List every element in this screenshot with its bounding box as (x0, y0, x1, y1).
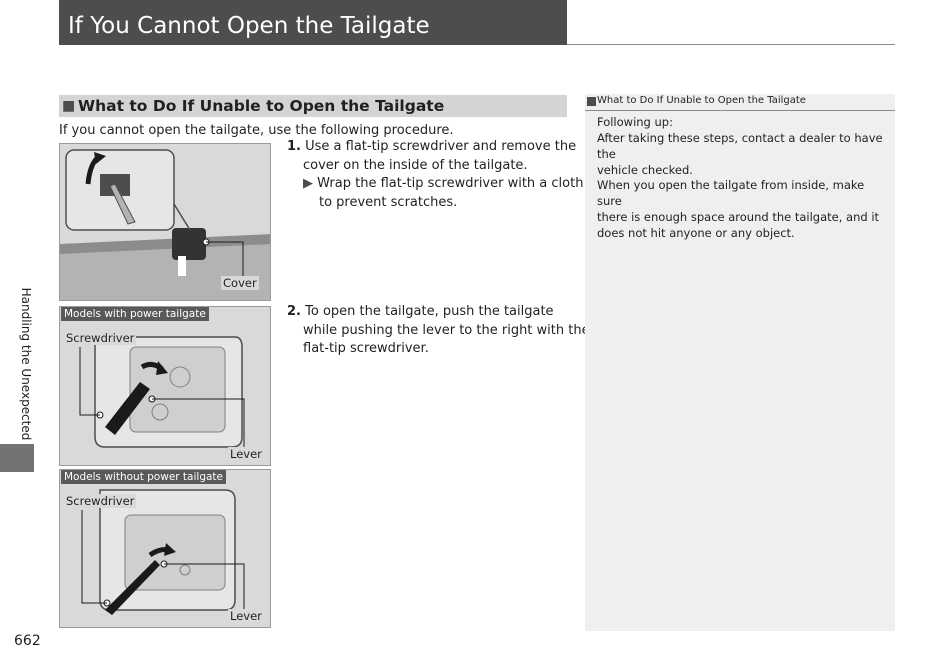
figure-3-caption: Models without power tailgate (61, 470, 226, 484)
sidebar-p2-line-3: does not hit anyone or any object. (597, 226, 795, 240)
sidebar-p2-line-1: When you open the tailgate from inside, … (597, 178, 865, 208)
sidebar-p1-line-3: vehicle checked. (597, 163, 693, 177)
step-2: 2. To open the tailgate, push the tailga… (287, 303, 590, 359)
reference-icon (587, 97, 596, 106)
sidebar-p2-line-2: there is enough space around the tailgat… (597, 210, 880, 224)
sidebar-header (585, 94, 895, 111)
step-1-line-1: Use a flat-tip screwdriver and remove th… (305, 139, 577, 154)
step-1-subtip: ▶ Wrap the flat-tip screwdriver with a c… (303, 175, 583, 212)
step-1-line-2: cover on the inside of the tailgate. (303, 157, 528, 173)
power-tailgate-illustration (79, 336, 245, 448)
callout-lever: Lever (228, 609, 264, 623)
side-tab-marker (0, 444, 34, 472)
step-1-number: 1. (287, 139, 301, 154)
page-number: 662 (14, 633, 41, 649)
section-header-bar (59, 95, 567, 117)
subtip-arrow-icon: ▶ (303, 176, 313, 191)
figure-power-tailgate: Models with power tailgate Screwdriver L… (59, 306, 271, 466)
step-2-line-1: To open the tailgate, push the tailgate (305, 304, 554, 319)
section-marker: ■ (62, 98, 76, 114)
step-2-line-2: while pushing the lever to the right wit… (303, 322, 590, 338)
sidebar-paragraph-2: When you open the tailgate from inside, … (597, 177, 889, 241)
sidebar-p1-line-2: After taking these steps, contact a deal… (597, 131, 883, 161)
step-1: 1. Use a flat-tip screwdriver and remove… (287, 138, 576, 175)
callout-screwdriver: Screwdriver (64, 331, 137, 345)
intro-text: If you cannot open the tailgate, use the… (59, 123, 454, 138)
sidebar-panel (585, 94, 895, 631)
page-title: If You Cannot Open the Tailgate (68, 13, 430, 39)
callout-cover: Cover (221, 276, 259, 290)
figure-no-power-tailgate: Models without power tailgate Screwdrive… (59, 469, 271, 628)
section-title: What to Do If Unable to Open the Tailgat… (78, 97, 445, 115)
header-rule (567, 44, 895, 45)
step-2-line-3: flat-tip screwdriver. (303, 341, 429, 356)
header-bar (59, 0, 567, 45)
sidebar-title: What to Do If Unable to Open the Tailgat… (597, 95, 806, 106)
step-2-number: 2. (287, 304, 301, 319)
sidebar-paragraph-1: Following up: After taking these steps, … (597, 114, 889, 178)
figure-cover: Cover (59, 143, 271, 301)
cover-illustration (60, 149, 270, 300)
callout-lever: Lever (228, 447, 264, 461)
sidebar-p1-line-1: Following up: (597, 115, 673, 129)
side-tab-label: Handling the Unexpected (19, 287, 33, 441)
figure-2-caption: Models with power tailgate (61, 307, 209, 321)
subtip-line-2: to prevent scratches. (319, 194, 458, 210)
subtip-line-1: Wrap the flat-tip screwdriver with a clo… (317, 176, 584, 191)
callout-screwdriver: Screwdriver (64, 494, 137, 508)
no-power-tailgate-illustration (81, 489, 245, 615)
